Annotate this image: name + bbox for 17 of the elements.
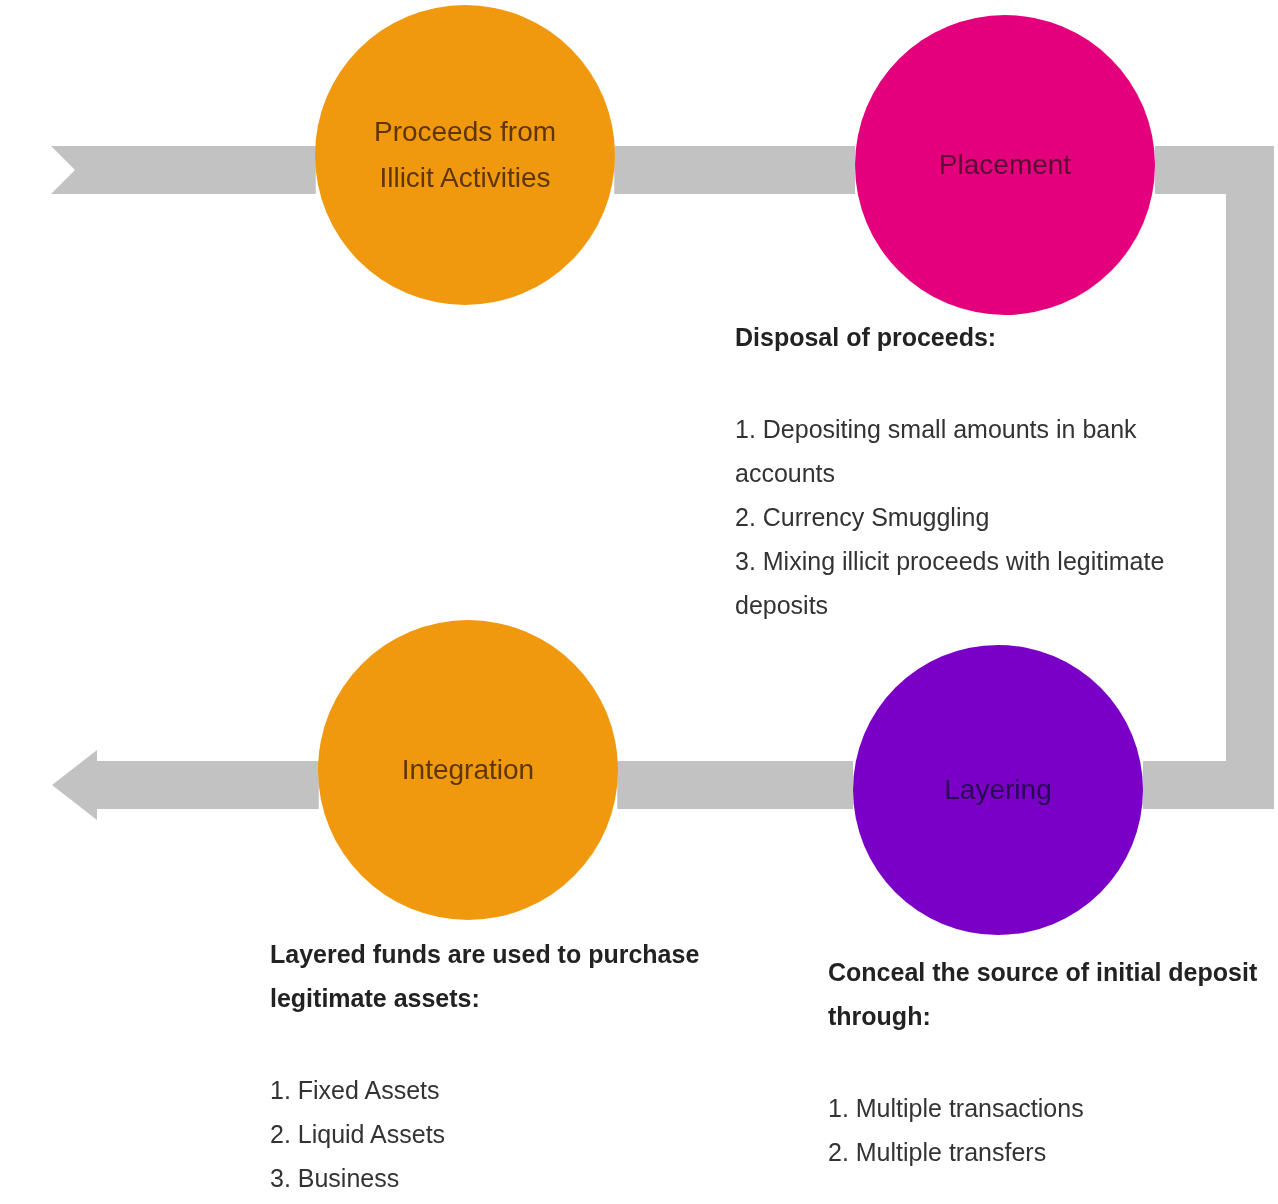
stage-label: Integration <box>401 753 535 787</box>
list-item: 2. Liquid Assets <box>270 1119 447 1150</box>
list-item: 2. Multiple transfers <box>828 1137 1048 1168</box>
stage-heading: Disposal of proceeds: <box>735 322 998 353</box>
stage-label: Placement <box>938 148 1072 182</box>
list-item: 1. Fixed Assets <box>270 1075 441 1106</box>
list-item: 2. Currency Smuggling <box>735 502 991 533</box>
list-item: 1. Multiple transactions <box>828 1093 1085 1124</box>
stage-label: Layering <box>944 773 1052 807</box>
list-item: 1. Depositing small amounts in bank accounts <box>735 414 1138 489</box>
stage-heading: Layered funds are used to purchase legitimate assets: <box>270 939 701 1014</box>
list-item: 3. Mixing illicit proceeds with legitimate deposits <box>735 546 1166 621</box>
flow-band-arrow <box>52 750 319 820</box>
stage-heading: Conceal the source of initial deposit through: <box>828 957 1259 1032</box>
list-item: 3. Business <box>270 1163 401 1194</box>
stage-label: Proceeds from Illicit Activities <box>372 115 558 195</box>
flow-band-arrow <box>50 145 316 195</box>
